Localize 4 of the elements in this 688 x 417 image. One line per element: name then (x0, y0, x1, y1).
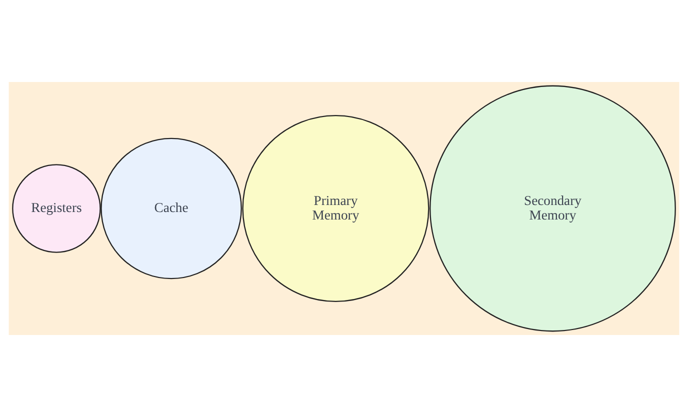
node-circle: Secondary Memory (430, 85, 676, 332)
node-circle: Primary Memory (242, 114, 430, 302)
node-circle: Registers (12, 164, 101, 253)
node-circle: Cache (100, 138, 242, 280)
